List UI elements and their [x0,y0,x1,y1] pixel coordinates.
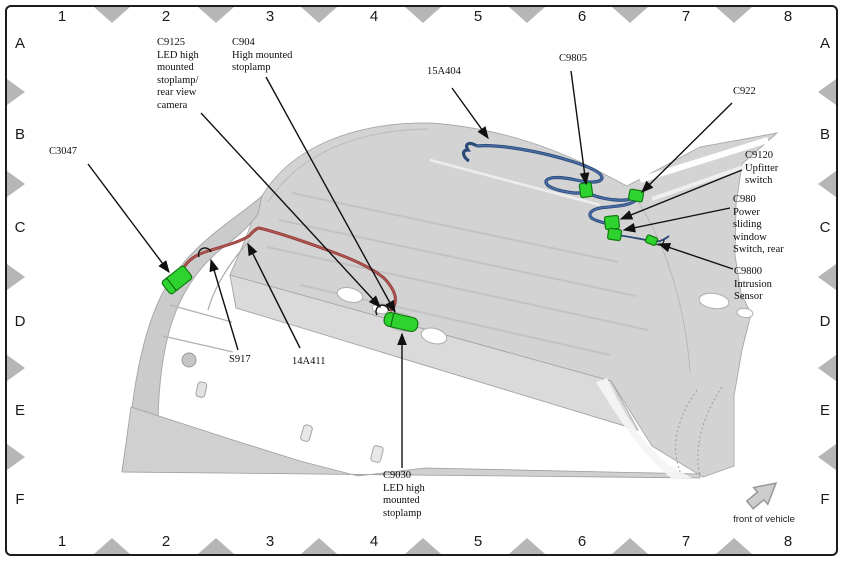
connectors [161,181,659,333]
connector-c9120 [603,214,620,231]
grid-col-top-1: 1 [57,8,67,25]
leader-s917 [209,258,239,351]
callout-s917: S917 [229,354,251,365]
splice-hook-s917 [197,247,212,258]
grid-row-left-A: A [14,35,25,52]
leader-c922 [641,102,733,193]
callout-c922: C922 [733,86,756,97]
leader-c9120 [619,169,743,220]
grid-col-top-7: 7 [681,8,691,25]
grid-col-top-3: 3 [265,8,275,25]
grid-row-left-B: B [14,126,25,143]
roof-rail-inner-line [267,128,429,203]
grid-col-bottom-1: 1 [57,533,67,550]
roof-rib-highlight [429,158,601,207]
grid-row-right-A: A [819,35,830,52]
callout-14a411: 14A411 [292,356,326,367]
grid-row-left-E: E [14,402,25,419]
grid-row-right-C: C [819,219,831,236]
c-pillar-highlight [596,378,692,478]
connector-c3047 [161,265,193,295]
grid-col-top-6: 6 [577,8,587,25]
callout-c980: C980 Power sliding window Switch, rear [733,194,784,255]
grid-col-top-4: 4 [369,8,379,25]
rear-header-panel [229,274,639,431]
grid-col-bottom-8: 8 [783,533,793,550]
callout-c904: C904 High mounted stoplamp [232,37,293,73]
rocker-sill [121,406,701,479]
connector-c980 [607,227,623,242]
grid-col-bottom-3: 3 [265,533,275,550]
pillar-slot [195,381,208,398]
rear-harness-14A411 [179,226,397,312]
grid-col-bottom-4: 4 [369,533,379,550]
leader-c3047 [87,163,170,274]
left-frame-details [162,239,384,463]
sill-slot-1 [300,424,313,442]
callout-15a404: 15A404 [427,66,461,77]
connector-c9800 [644,234,659,246]
grid-col-bottom-5: 5 [473,533,483,550]
front-of-vehicle-arrow [745,482,778,510]
callout-c9030: C9030 LED high mounted stoplamp [383,470,425,519]
grid-row-right-B: B [819,126,830,143]
connector-c9805 [578,181,594,199]
grid-col-bottom-6: 6 [577,533,587,550]
pillar-hole [181,352,197,368]
grid-col-top-2: 2 [161,8,171,25]
roof-ribs [266,192,649,356]
cab-body [121,122,779,479]
windshield-header-highlight2 [651,162,753,201]
leader-c904 [265,76,396,314]
leader-15a404 [451,87,489,140]
callout-c9800: C9800 Intrusion Sensor [734,266,772,302]
leader-c9800 [657,242,734,270]
callout-c9805: C9805 [559,53,588,64]
connector-c922 [627,188,645,203]
right-quarter-seams [675,386,723,476]
leader-c9125 [200,112,381,309]
grid-col-top-8: 8 [783,8,793,25]
leader-14a411 [247,242,301,349]
grid-col-top-5: 5 [473,8,483,25]
grid-row-left-D: D [14,313,26,330]
connector-c9030 [383,311,419,333]
grid-row-right-F: F [820,491,830,508]
callout-c9125: C9125 LED high mounted stoplamp/ rear vi… [157,37,199,111]
front-of-vehicle-label: front of vehicle [733,514,795,525]
grid-marker-triangles [7,7,836,554]
grid-row-right-D: D [819,313,831,330]
leader-c9805 [570,70,590,186]
callout-c3047: C3047 [49,146,78,157]
leader-c980 [622,207,731,233]
grid-col-bottom-7: 7 [681,533,691,550]
callout-c9120: C9120 Upfitter switch [745,150,779,186]
grid-col-bottom-2: 2 [161,533,171,550]
grid-row-left-C: C [14,219,26,236]
grid-row-right-E: E [819,402,830,419]
leader-lines [87,70,743,468]
right-rail-line [628,188,691,373]
sill-slot-2 [370,445,384,463]
grid-row-left-F: F [15,491,25,508]
